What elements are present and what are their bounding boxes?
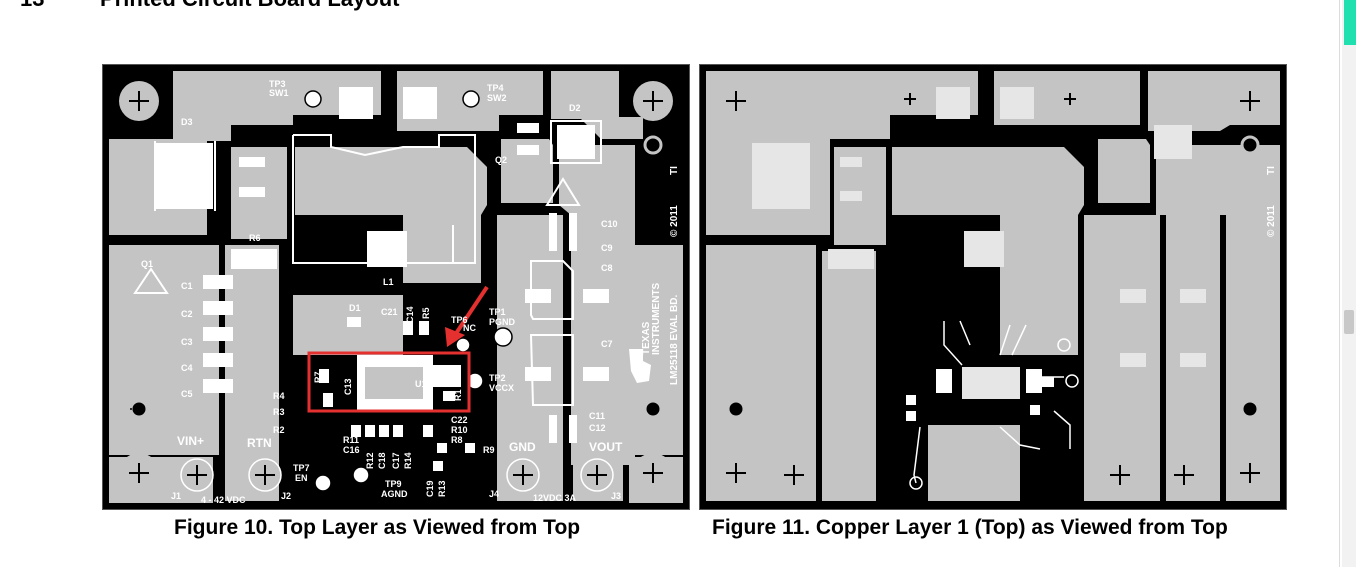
silkscreen-label: C19 [425, 480, 435, 497]
silkscreen-label: J4 [489, 489, 499, 499]
silkscreen-label: C13 [343, 378, 353, 395]
highlight-box [307, 351, 471, 413]
silkscreen-label: R10 [451, 425, 468, 435]
scrollbar-indicator [1344, 0, 1356, 45]
silkscreen-label: R11 [343, 435, 359, 445]
silkscreen-label: © 2011 [1266, 205, 1277, 237]
silkscreen-label: C3 [181, 337, 193, 347]
silkscreen-label: 12VDC 3A [533, 493, 577, 503]
silkscreen-label: EN [295, 473, 308, 483]
silkscreen-label: TI [1266, 166, 1277, 175]
silkscreen-label: Q1 [141, 259, 153, 269]
copper-pour [501, 139, 553, 203]
silkscreen-label: TEXAS [641, 321, 652, 355]
section-number: 13 [20, 0, 100, 12]
silkscreen-label: C10 [601, 219, 618, 229]
silkscreen-label: TP3 [269, 79, 286, 89]
figure-11-caption: Figure 11. Copper Layer 1 (Top) as Viewe… [712, 516, 1228, 539]
silkscreen-label: C9 [601, 243, 613, 253]
silkscreen-label: C12 [589, 423, 606, 433]
scrollbar-track[interactable] [1342, 0, 1356, 567]
copper-pour [109, 245, 219, 455]
silkscreen-label: C22 [451, 415, 468, 425]
silkscreen-label: R14 [403, 452, 413, 469]
silkscreen-label: R3 [273, 407, 285, 417]
silkscreen-label: TI [669, 166, 680, 175]
silkscreen-label: R5 [421, 307, 431, 319]
silkscreen-label: R13 [437, 480, 447, 497]
annotation-arrow [453, 285, 489, 337]
pcb-copper-layer: TI © 2011 [706, 71, 1280, 501]
scrollbar-thumb[interactable] [1344, 310, 1354, 334]
d3-pad [155, 143, 213, 209]
silkscreen-label: R8 [451, 435, 463, 445]
silkscreen-label: VCCX [489, 383, 514, 393]
silkscreen-label: C5 [181, 389, 193, 399]
silkscreen-label: R4 [273, 391, 285, 401]
silkscreen-label: R1 [453, 389, 463, 401]
silkscreen-label: R7 [313, 371, 323, 383]
silkscreen-label: TP1 [489, 307, 506, 317]
silkscreen-label: J3 [611, 491, 621, 501]
silkscreen-label: TP4 [487, 83, 504, 93]
silkscreen-label: C21 [381, 307, 398, 317]
copper-pour [173, 71, 381, 141]
silkscreen-label: R9 [483, 445, 495, 455]
silkscreen-label: GND [509, 440, 536, 454]
silkscreen-label: LM25118 EVAL BD. [669, 295, 680, 385]
silkscreen-label: J2 [281, 491, 291, 501]
silkscreen-label: D1 [349, 303, 361, 313]
silkscreen-label: U1 [415, 379, 427, 389]
silkscreen-label: C4 [181, 363, 193, 373]
silkscreen-label: C11 [589, 411, 605, 421]
copper-pour [295, 147, 487, 283]
silkscreen-label: TP7 [293, 463, 310, 473]
figure-10-caption: Figure 10. Top Layer as Viewed from Top [174, 516, 581, 539]
silkscreen-label: C16 [343, 445, 360, 455]
silkscreen-label: VOUT [589, 440, 623, 454]
silkscreen-label: NC [463, 323, 476, 333]
silkscreen-label: R12 [365, 452, 375, 469]
copper-pour [551, 71, 643, 139]
silkscreen-label: L1 [383, 277, 394, 287]
silkscreen-label: TP2 [489, 373, 506, 383]
silkscreen-label: © 2011 [669, 205, 680, 237]
figure-copper-layer-image: TI © 2011 [699, 64, 1287, 510]
silkscreen-label: RTN [247, 436, 272, 450]
silkscreen-label: INSTRUMENTS [651, 282, 662, 355]
copper-pour [497, 215, 563, 501]
silkscreen-label: C8 [601, 263, 613, 273]
silkscreen-label: VIN+ [177, 434, 204, 448]
silkscreen-label: C2 [181, 309, 193, 319]
silkscreen-label: D2 [569, 103, 581, 113]
figure-top-layer-image: TP3 SW1 TP4 SW2 D3 D2 Q2 Q1 R6 L1 C1 C2 … [102, 64, 690, 510]
pcb-top-layer: TP3 SW1 TP4 SW2 D3 D2 Q2 Q1 R6 L1 C1 C2 … [109, 71, 683, 505]
silkscreen-label: C14 [405, 306, 415, 323]
silkscreen-label: SW1 [269, 88, 289, 98]
silkscreen-label: SW2 [487, 93, 507, 103]
silkscreen-label: R6 [249, 233, 261, 243]
silkscreen-label: 4 - 42 VDC [201, 495, 246, 505]
copper-pour [225, 245, 279, 501]
silkscreen-label: D3 [181, 117, 193, 127]
silkscreen-label: C7 [601, 339, 613, 349]
silkscreen-label: AGND [381, 489, 408, 499]
silkscreen-label: TP9 [385, 479, 402, 489]
viewer-divider [1339, 0, 1340, 567]
silkscreen-label: J1 [171, 491, 181, 501]
silkscreen-label: C17 [391, 452, 401, 469]
silkscreen-label: PGND [489, 317, 516, 327]
silkscreen-label: TP6 [451, 315, 468, 325]
section-title: Printed Circuit Board Layout [100, 0, 399, 11]
silkscreen-label: R2 [273, 425, 285, 435]
page-heading: 13Printed Circuit Board Layout [20, 0, 399, 12]
silkscreen-label: Q2 [495, 155, 507, 165]
silkscreen-label: C18 [377, 452, 387, 469]
silkscreen-label: C1 [181, 281, 193, 291]
copper-pour [573, 215, 623, 501]
